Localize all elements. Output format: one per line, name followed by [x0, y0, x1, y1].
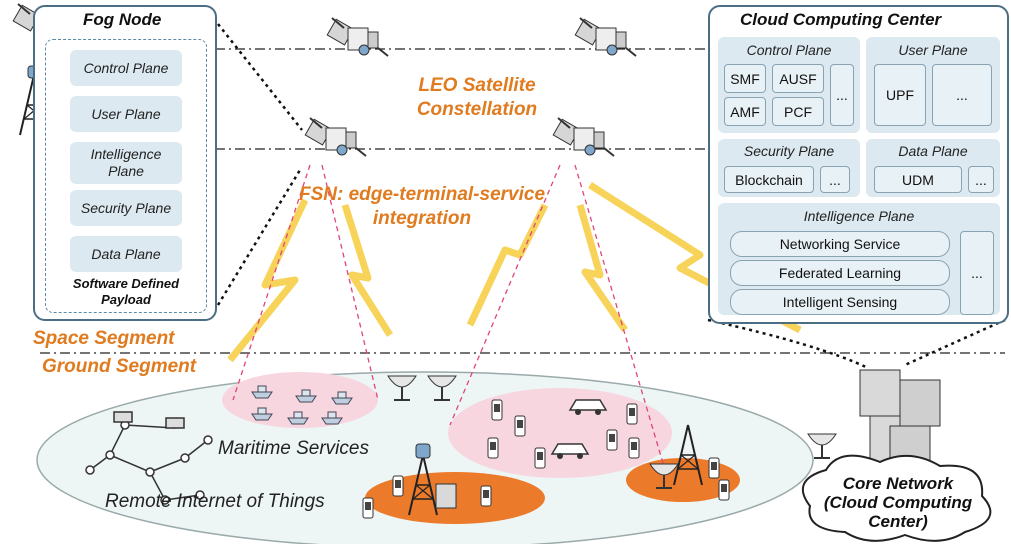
cloud-user-plane-title: User Plane	[898, 42, 968, 58]
fog-security-plane: Security Plane	[70, 190, 182, 226]
mobile-terminal-icon	[487, 437, 499, 459]
leo-constellation-label: LEO Satellite Constellation	[416, 75, 538, 120]
udm-chip: UDM	[874, 166, 962, 193]
data-more-chip: ...	[968, 166, 994, 193]
car-icon	[550, 443, 590, 459]
fog-control-plane: Control Plane	[70, 50, 182, 86]
fsn-satellite-icon	[552, 117, 615, 157]
iot-network	[85, 411, 213, 505]
car-icon	[568, 399, 608, 415]
mobile-terminal-icon	[491, 399, 503, 421]
fsn-satellite-icon	[304, 117, 367, 157]
mobile-terminal-icon	[718, 479, 730, 501]
cloud-security-plane-title: Security Plane	[743, 143, 835, 159]
mobile-terminal-icon	[480, 485, 492, 507]
leo-satellite-icon	[574, 17, 637, 57]
cloud-intelligence-plane-title: Intelligence Plane	[803, 208, 915, 224]
cloud-security-plane: Security Plane Blockchain ...	[718, 139, 860, 197]
mobile-terminal-icon	[626, 403, 638, 425]
space-segment-label: Space Segment	[33, 328, 175, 349]
mobile-terminal-icon	[514, 415, 526, 437]
control-more-chip: ...	[830, 64, 854, 126]
federated-learning-chip: Federated Learning	[730, 260, 950, 286]
mobile-terminal-icon	[606, 429, 618, 451]
maritime-services-label: Maritime Services	[218, 438, 369, 459]
software-defined-payload-label: Software Defined Payload	[72, 276, 180, 307]
software-defined-payload-box: Control Plane User Plane Intelligence Pl…	[45, 39, 207, 313]
blockchain-chip: Blockchain	[724, 166, 814, 193]
ausf-chip: AUSF	[772, 64, 824, 93]
fog-intelligence-plane: Intelligence Plane	[70, 142, 182, 184]
cloud-data-plane-title: Data Plane	[898, 143, 968, 159]
security-more-chip: ...	[820, 166, 850, 193]
user-more-chip: ...	[932, 64, 992, 126]
leo-satellite-icon	[326, 17, 389, 57]
upf-chip: UPF	[874, 64, 926, 126]
cloud-center-title: Cloud Computing Center	[740, 10, 942, 29]
networking-service-chip: Networking Service	[730, 231, 950, 257]
cloud-user-plane: User Plane UPF ...	[866, 37, 1000, 133]
pcf-chip: PCF	[772, 97, 824, 126]
remote-iot-label: Remote Internet of Things	[105, 491, 325, 512]
cloud-intelligence-plane: Intelligence Plane Networking Service Fe…	[718, 203, 1000, 315]
urban-coverage	[448, 388, 672, 478]
mobile-terminal-icon	[392, 475, 404, 497]
fog-node-panel: Fog Node Control Plane User Plane Intell…	[33, 5, 217, 321]
amf-chip: AMF	[724, 97, 766, 126]
mobile-terminal-icon	[628, 437, 640, 459]
cloud-control-plane-title: Control Plane	[746, 42, 832, 58]
cloud-computing-center-panel: Cloud Computing Center Control Plane SMF…	[708, 5, 1009, 324]
core-network-cloud	[801, 454, 992, 542]
edge-server-icon	[435, 483, 457, 509]
intelligent-sensing-chip: Intelligent Sensing	[730, 289, 950, 315]
mobile-terminal-icon	[534, 447, 546, 469]
intelligence-more-chip: ...	[960, 231, 994, 315]
fog-data-plane: Data Plane	[70, 236, 182, 272]
ground-segment-label: Ground Segment	[42, 356, 197, 377]
fog-node-title: Fog Node	[83, 10, 162, 29]
fog-user-plane: User Plane	[70, 96, 182, 132]
cloud-control-plane: Control Plane SMF AUSF AMF PCF ...	[718, 37, 860, 133]
cloud-data-plane: Data Plane UDM ...	[866, 139, 1000, 197]
smf-chip: SMF	[724, 64, 766, 93]
mobile-terminal-icon	[708, 457, 720, 479]
fsn-label: FSN: edge-terminal-service integration	[298, 184, 546, 229]
mobile-terminal-icon	[362, 497, 374, 519]
core-network-label: Core Network (Cloud Computing Center)	[823, 474, 973, 531]
